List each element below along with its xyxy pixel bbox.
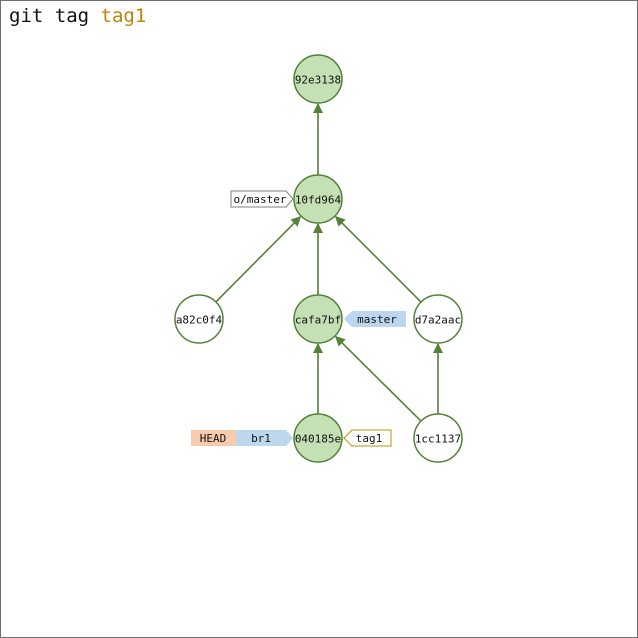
ref-label: tag1 xyxy=(356,432,383,445)
edge-1cc1137-to-cafa7bf xyxy=(335,335,422,422)
command-main: git tag xyxy=(9,5,90,27)
commit-node-a82c0f4[interactable]: a82c0f4 xyxy=(174,294,224,344)
edge-d7a2aac-to-10fd964 xyxy=(334,215,422,303)
command-text: git tag tag1 xyxy=(9,5,146,27)
edge-a82c0f4-to-10fd964 xyxy=(215,216,302,303)
commit-id: 92e3138 xyxy=(295,74,341,87)
commit-id: a82c0f4 xyxy=(176,314,223,327)
edges-layer xyxy=(215,103,443,422)
commit-id: 1cc1137 xyxy=(415,433,461,446)
ref-label: master xyxy=(357,313,397,326)
commit-node-cafa7bf[interactable]: cafa7bf xyxy=(293,294,343,344)
commit-node-92e3138[interactable]: 92e3138 xyxy=(293,54,343,104)
tag-ref-tag1[interactable]: tag1 xyxy=(343,429,392,447)
commit-id: d7a2aac xyxy=(415,314,461,327)
commit-node-1cc1137[interactable]: 1cc1137 xyxy=(413,413,463,463)
ref-label: HEAD xyxy=(200,432,227,445)
ref-label: o/master xyxy=(234,193,287,206)
ref-label: br1 xyxy=(251,432,271,445)
remote-ref-o-master[interactable]: o/master xyxy=(230,190,294,208)
head-ref[interactable]: HEAD xyxy=(191,430,236,446)
commit-node-d7a2aac[interactable]: d7a2aac xyxy=(413,294,463,344)
commit-node-040185e[interactable]: 040185e xyxy=(293,413,343,463)
commit-node-10fd964[interactable]: 10fd964 xyxy=(293,174,343,224)
commit-id: 10fd964 xyxy=(295,194,342,207)
branch-ref-master[interactable]: master xyxy=(344,311,406,327)
branch-ref-br1[interactable]: br1 xyxy=(236,430,293,446)
command-arg: tag1 xyxy=(100,5,147,27)
commit-id: 040185e xyxy=(295,433,341,446)
commit-id: cafa7bf xyxy=(295,314,341,327)
